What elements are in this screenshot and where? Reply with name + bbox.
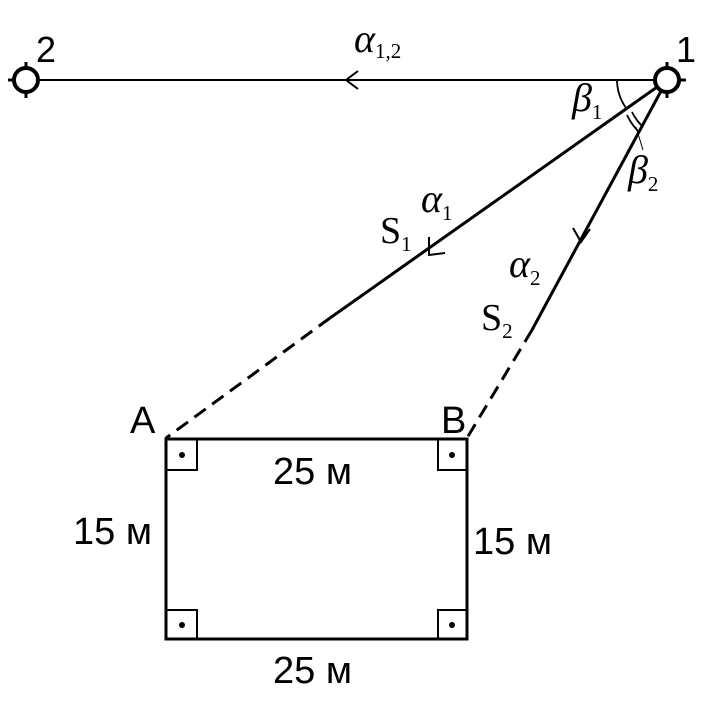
corner-b-label: B (441, 400, 466, 442)
dimension-bottom-label: 25 м (273, 650, 352, 692)
line-s1-dashed (165, 316, 331, 440)
dimension-left-label: 15 м (73, 511, 152, 553)
s2-label: S2 (481, 297, 513, 343)
dimension-right-label: 15 м (473, 521, 552, 563)
station-2-label: 2 (36, 29, 56, 70)
station-2-marker (8, 62, 40, 98)
alpha-2-label: α2 (509, 241, 541, 290)
line-s2-dashed (465, 329, 534, 439)
station-1-label: 1 (676, 29, 696, 70)
s1-direction-arrow (428, 237, 446, 257)
beta-2-leader (635, 126, 644, 151)
beta-1-label: β1 (571, 75, 602, 124)
right-angle-marker-b (437, 439, 467, 471)
beta-1-arc (616, 79, 627, 109)
corner-a-label: A (130, 400, 156, 442)
alpha-1-label: α1 (421, 176, 453, 225)
beta-2-arc-outer (626, 114, 640, 133)
station-1-marker (653, 62, 686, 98)
right-angle-marker-bottom-right (437, 609, 467, 639)
right-angle-marker-a (166, 439, 198, 471)
beta-2-label: β2 (627, 147, 658, 196)
baseline-direction-arrow (344, 70, 359, 90)
s2-direction-arrow (572, 227, 591, 244)
line-s2-solid (530, 79, 669, 331)
alpha-12-label: α1,2 (354, 16, 401, 63)
line-s1-solid (329, 78, 668, 320)
beta-2-arc-inner (631, 111, 643, 127)
dimension-top-label: 25 м (273, 451, 352, 493)
right-angle-marker-bottom-left (166, 609, 198, 639)
building-rectangle (164, 437, 469, 641)
s1-label: S1 (380, 210, 412, 256)
